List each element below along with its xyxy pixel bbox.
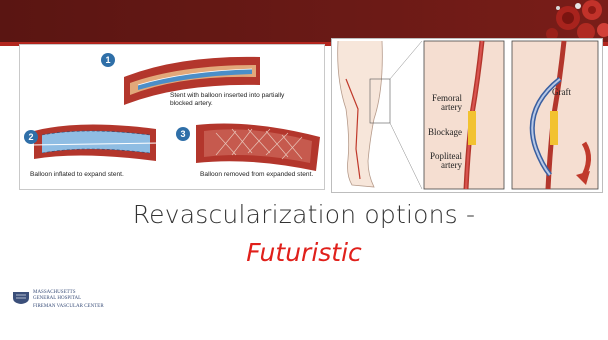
hospital-logo: MASSACHUSETTS GENERAL HOSPITAL FIREMAN V…: [10, 287, 118, 315]
artery-step2-image: [30, 124, 160, 161]
slide-title-emphasis: Futuristic: [0, 238, 608, 267]
popliteal-artery-label-line2: artery: [420, 161, 462, 170]
bypass-figure: Femoral artery Blockage Popliteal artery…: [331, 38, 603, 193]
stent-figure: 1 Stent with balloon inserted into parti…: [19, 44, 325, 190]
step2-caption: Balloon inflated to expand stent.: [30, 171, 124, 179]
logo-line1: MASSACHUSETTS: [33, 290, 76, 295]
step1-caption-line2: blocked artery.: [170, 100, 213, 108]
blockage-label: Blockage: [420, 128, 462, 137]
femoral-artery-label-line2: artery: [426, 103, 462, 112]
step-badge-2: 2: [24, 130, 38, 144]
bypass-graft-image: [512, 41, 598, 189]
logo-line2: GENERAL HOSPITAL: [33, 296, 81, 301]
slide-title: Revascularization options -: [0, 200, 608, 229]
header-bar: [0, 0, 608, 42]
step-badge-3: 3: [176, 127, 190, 141]
leg-outline-image: [338, 41, 422, 189]
blood-cells-image: [528, 0, 608, 42]
step3-caption: Balloon removed from expanded stent.: [200, 171, 313, 179]
step1-caption-line1: Stent with balloon inserted into partial…: [170, 92, 284, 100]
graft-label: Graft: [547, 88, 571, 97]
artery-step3-image: [196, 124, 320, 172]
hospital-seal-icon: [12, 291, 30, 305]
logo-line3: FIREMAN VASCULAR CENTER: [33, 304, 104, 309]
step-badge-1: 1: [101, 53, 115, 67]
